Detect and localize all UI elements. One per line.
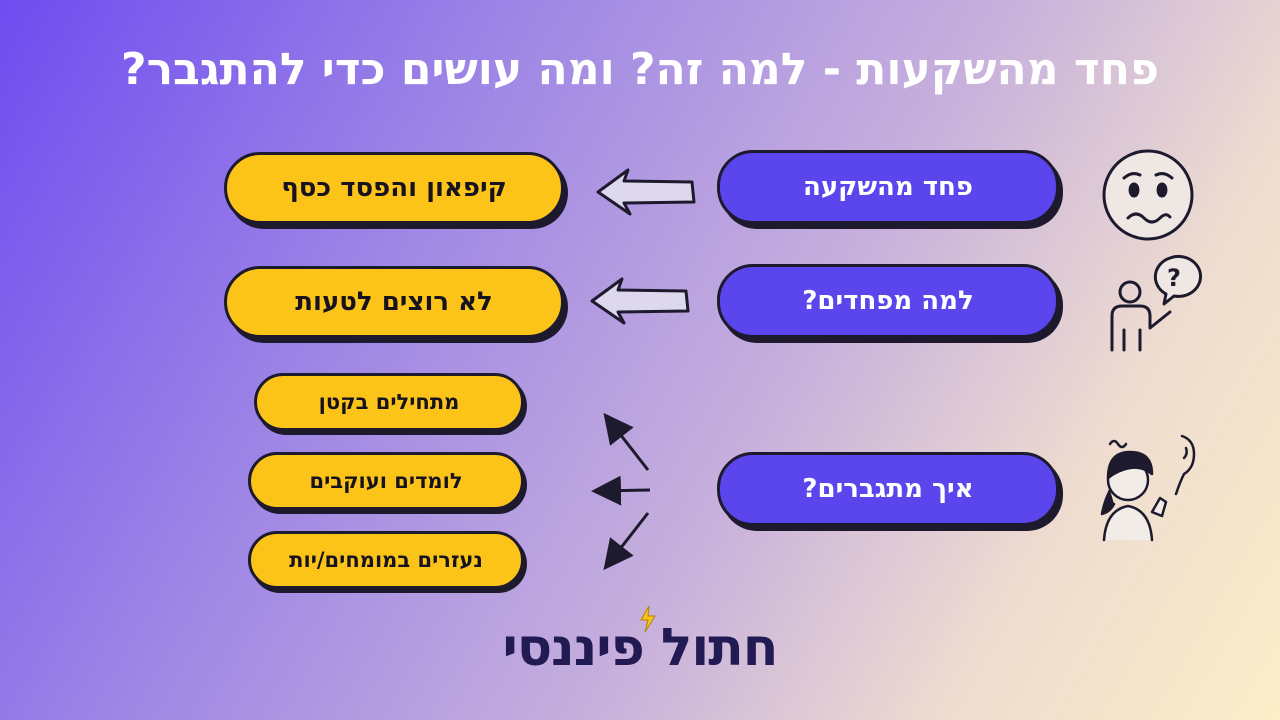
brand-logo: חתול פיננסי <box>490 605 790 688</box>
fear-answer-pill: קיפאון והפסד כסף <box>224 152 564 224</box>
logo-text: חתול פיננסי <box>502 618 779 678</box>
arrow-left-icon <box>596 168 696 216</box>
how-answer-pill-1: מתחילים בקטן <box>254 373 524 431</box>
arrow-left-icon <box>590 277 690 325</box>
arrow-down-left-icon <box>603 512 650 571</box>
person-question-icon <box>1110 254 1202 352</box>
worried-face-icon <box>1102 149 1194 241</box>
arrow-left-icon <box>591 475 651 506</box>
page-title: פחד מהשקעות - למה זה? ומה עושים כדי להתג… <box>121 44 1159 95</box>
lightning-icon <box>640 605 656 633</box>
confused-woman-icon <box>1100 434 1196 542</box>
arrow-up-left-icon <box>603 412 650 471</box>
fear-question-pill: פחד מהשקעה <box>717 150 1059 224</box>
how-answer-pill-2: לומדים ועוקבים <box>248 452 524 510</box>
why-question-pill: למה מפחדים? <box>717 264 1059 338</box>
how-question-pill: איך מתגברים? <box>717 452 1059 526</box>
fan-arrows <box>591 412 651 571</box>
why-answer-pill: לא רוצים לטעות <box>224 266 564 338</box>
question-mark-icon: ? <box>1167 264 1181 292</box>
how-answer-pill-3: נעזרים במומחים/יות <box>248 531 524 589</box>
